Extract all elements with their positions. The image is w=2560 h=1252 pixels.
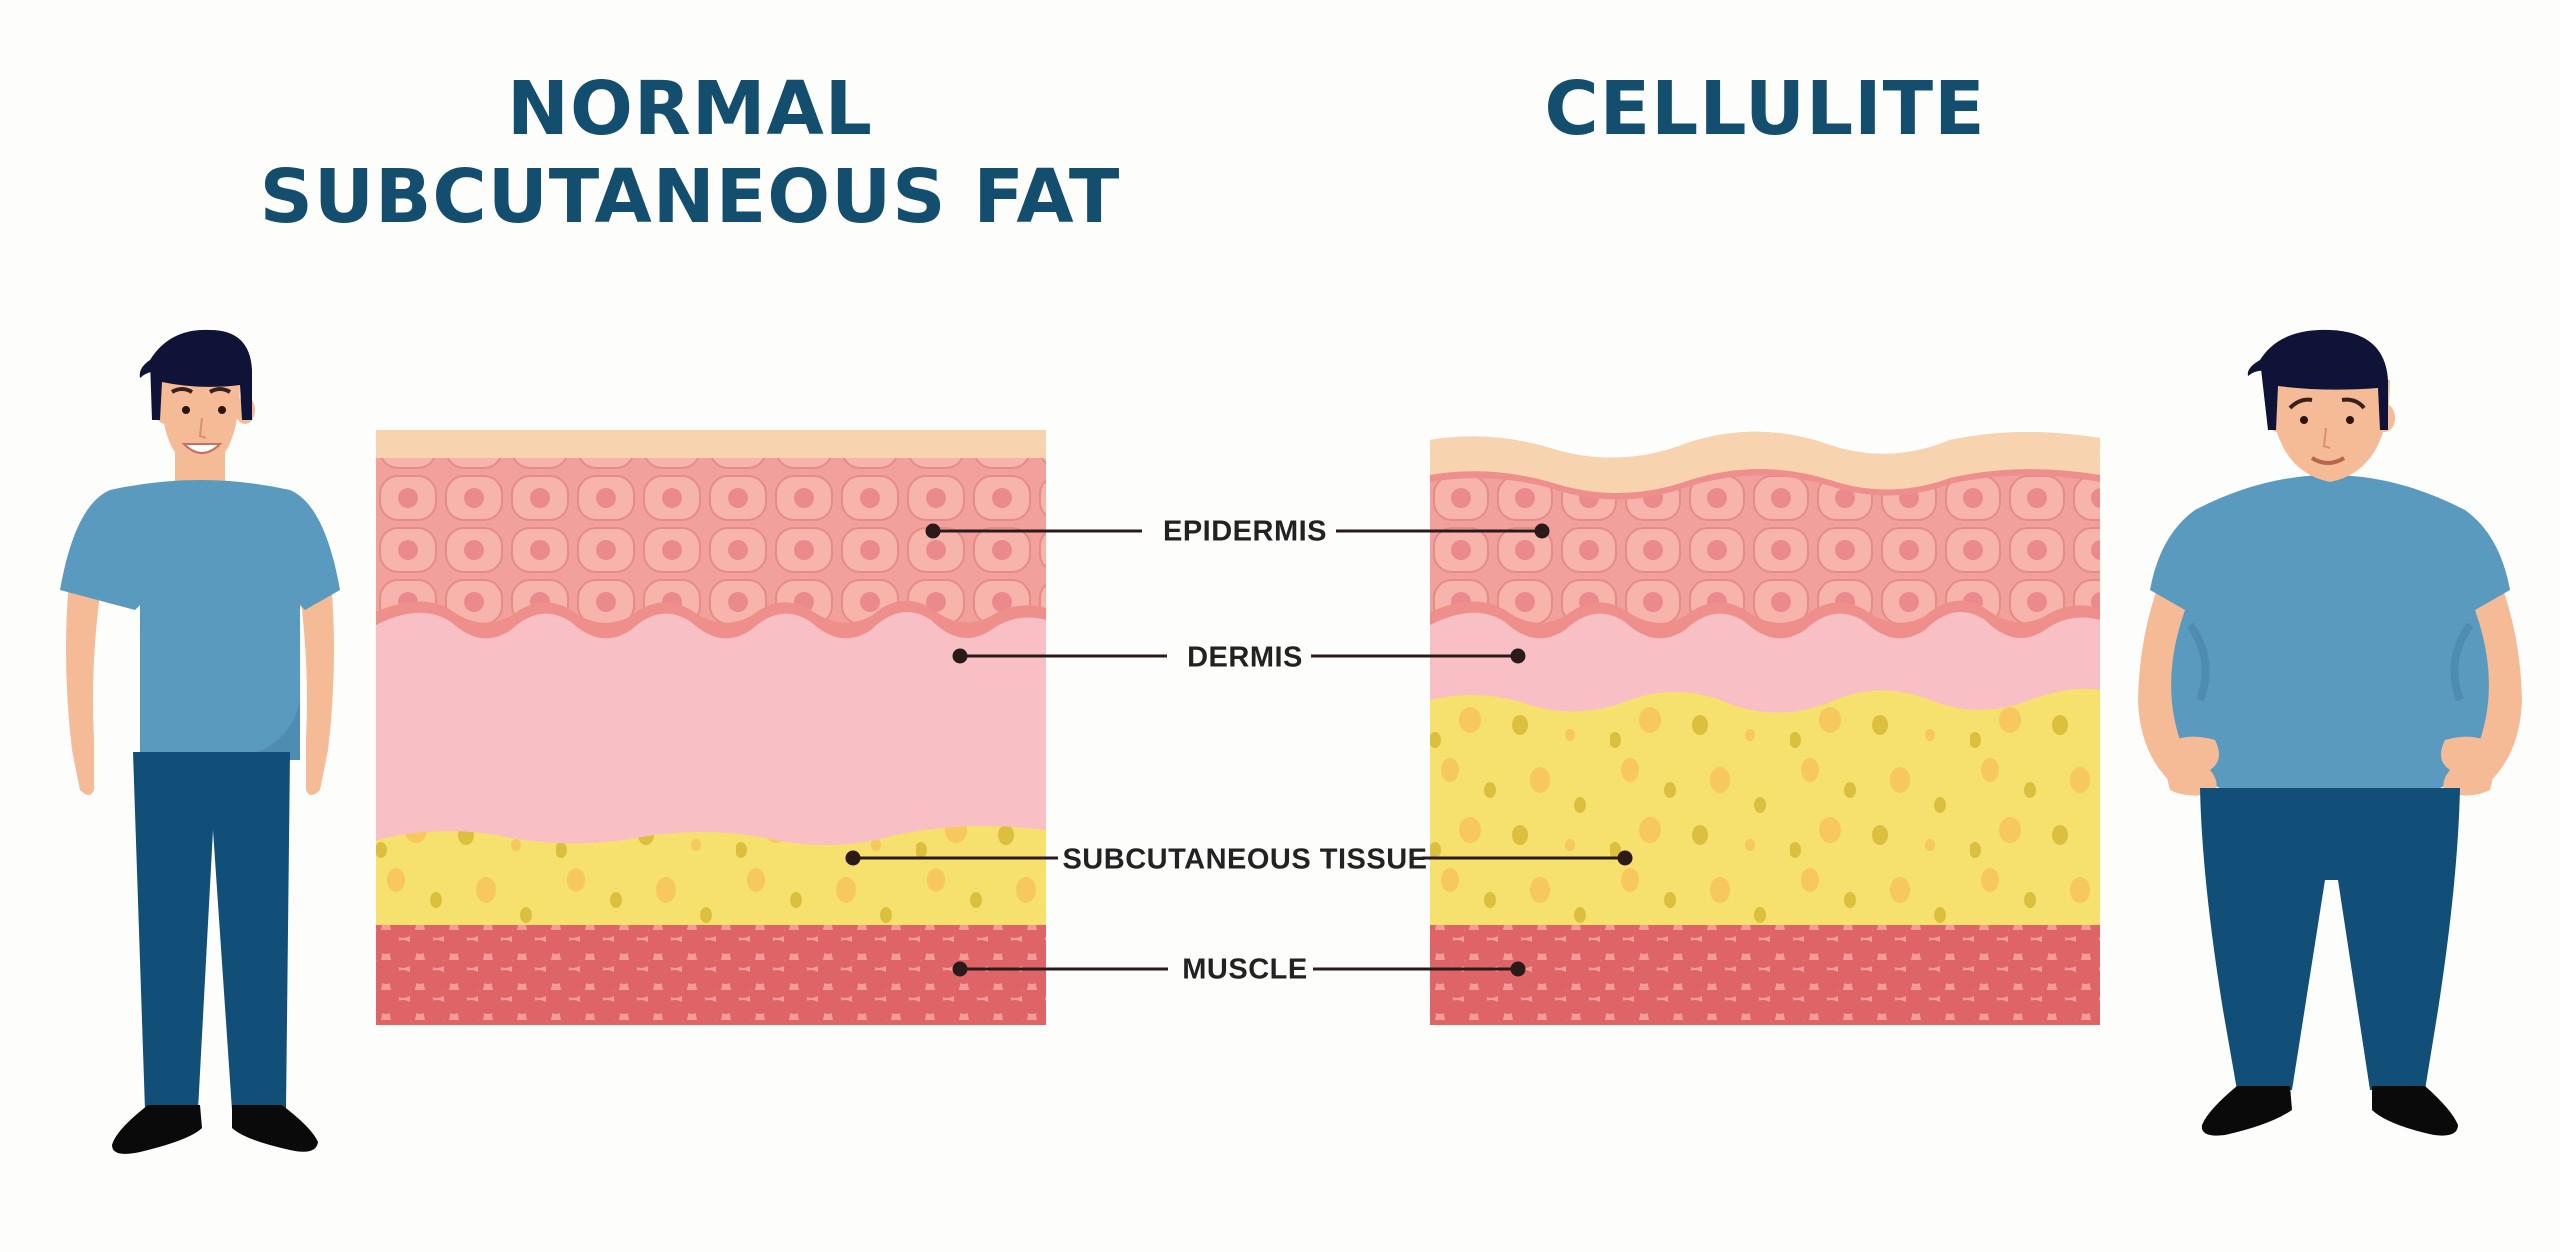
figure-normal-man: [50, 320, 350, 1160]
muscle-pointer-right-icon: [1510, 961, 1526, 977]
figure-overweight-man: [2120, 320, 2540, 1160]
muscle-pointer-left-icon: [952, 961, 968, 977]
normal-skin-panel: [376, 420, 1046, 1025]
dermis-pointer-left-icon: [952, 648, 968, 664]
subcutaneous-pointer-left-icon: [845, 850, 861, 866]
title-cellulite: CELLULITE: [1544, 66, 1986, 152]
title-left-line2: SUBCUTANEOUS FAT: [259, 154, 1121, 240]
cellulite-skin-cross-section: [1430, 431, 2100, 1025]
dermis-pointer-right-icon: [1510, 648, 1526, 664]
slim-man-icon: [60, 329, 340, 1154]
epidermis-pointer-right-icon: [1534, 523, 1550, 539]
normal-skin-cross-section: [376, 430, 1046, 1025]
title-normal-subcutaneous-fat: NORMAL SUBCUTANEOUS FAT: [240, 72, 1140, 234]
subcutaneous-pointer-right-icon: [1617, 850, 1633, 866]
epidermis-pointer-left-icon: [925, 523, 941, 539]
cellulite-skin-panel: [1430, 420, 2100, 1025]
overweight-man-icon: [2138, 329, 2522, 1136]
title-left-line1: NORMAL: [507, 66, 873, 152]
